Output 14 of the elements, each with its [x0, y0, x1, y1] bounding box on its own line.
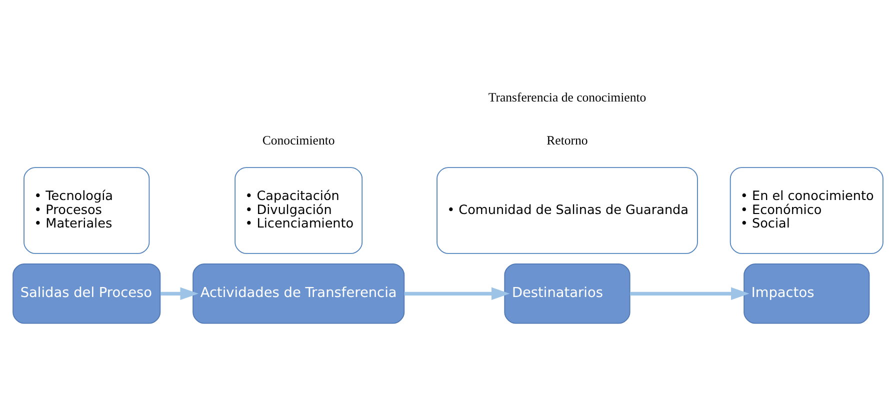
- arrow: [630, 286, 750, 300]
- node-box: Impactos: [744, 263, 870, 324]
- node-box: Actividades de Transferencia: [192, 263, 405, 324]
- label: Retorno: [546, 132, 588, 147]
- node-box: • Tecnología • Procesos • Materiales: [24, 166, 150, 254]
- node-box: • Comunidad de Salinas de Guaranda: [436, 166, 698, 254]
- label: Transferencia de conocimiento: [488, 90, 646, 104]
- node-box: Destinatarios: [504, 263, 630, 324]
- node-box: Salidas del Proceso: [12, 263, 161, 324]
- label: Conocimiento: [262, 132, 335, 147]
- arrow: [404, 286, 510, 300]
- arrow: [160, 286, 199, 300]
- node-box: • Capacitación • Divulgación • Licenciamiento: [234, 166, 363, 254]
- node-box: • En el conocimiento • Económico • Social: [730, 166, 884, 254]
